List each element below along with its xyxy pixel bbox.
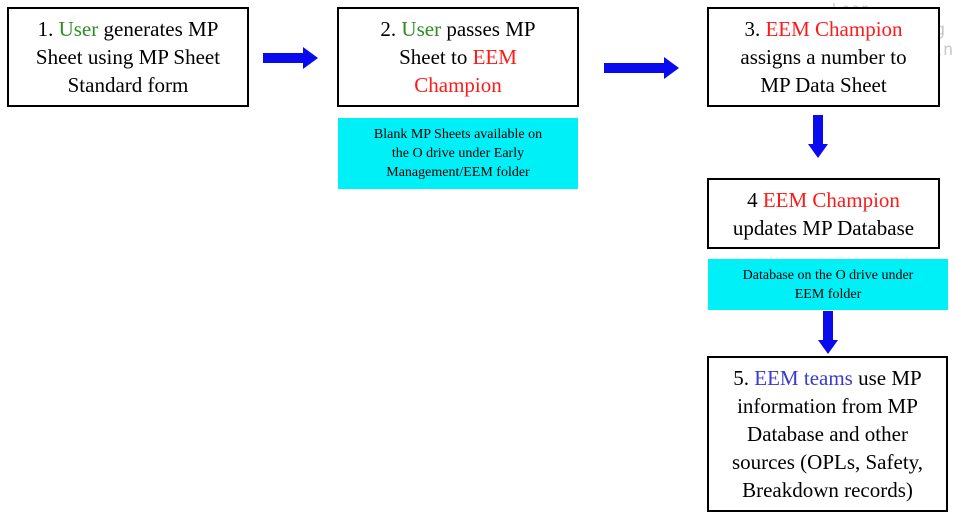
step-5-actor: EEM teams (754, 366, 853, 390)
step-2-actor: User (401, 17, 442, 41)
step-2-number: 2. (380, 17, 402, 41)
step-1-line-1: 1. User generates MP (38, 15, 219, 43)
arrow-right-icon (263, 47, 318, 69)
step-4-line-1: 4 EEM Champion (747, 186, 900, 214)
step-5-line-5: Breakdown records) (742, 478, 913, 502)
step-1-line-3: Standard form (67, 73, 189, 97)
arrow-right-icon (604, 57, 679, 79)
step-5-line-1: 5. EEM teams use MP (733, 364, 921, 392)
step-3-box: 3. EEM Champion assigns a number to MP D… (707, 7, 940, 107)
step-2-recipient: EEM (472, 45, 517, 69)
note-2-line-2: EEM folder (794, 286, 862, 302)
step-2-line-1: 2. User passes MP (380, 15, 535, 43)
arrow-down-icon (808, 115, 828, 158)
step-4-line-2: updates MP Database (732, 215, 915, 240)
step-4-number: 4 (747, 187, 763, 212)
step-5-text-1: use MP (852, 366, 922, 390)
step-5-line-4: sources (OPLs, Safety, (731, 450, 924, 474)
step-4-box: 4 EEM Champion updates MP Database (707, 178, 940, 249)
note-1-line-1: Blank MP Sheets available on (373, 127, 543, 142)
step-1-box: 1. User generates MP Sheet using MP Shee… (7, 7, 249, 107)
step-3-line-2: assigns a number to (740, 45, 907, 69)
step-5-number: 5. (733, 366, 755, 390)
note-1-line-2: the O drive under Early (391, 146, 525, 161)
note-database-location: Database on the O drive under EEM folder (708, 259, 948, 310)
step-3-actor: EEM Champion (765, 17, 903, 41)
note-2-line-1: Database on the O drive under (742, 267, 914, 283)
step-1-number: 1. (37, 17, 59, 41)
note-1-line-3: Management/EEM folder (386, 165, 530, 180)
step-2-line-3: Champion (414, 73, 502, 97)
step-5-box: 5. EEM teams use MP information from MP … (707, 356, 948, 512)
step-3-line-3: MP Data Sheet (760, 73, 887, 97)
step-2-text-1: passes MP (441, 17, 536, 41)
step-5-line-3: Database and other (747, 422, 908, 446)
note-blank-sheets: Blank MP Sheets available on the O drive… (338, 118, 578, 189)
step-3-line-1: 3. EEM Champion (744, 15, 902, 43)
step-3-number: 3. (744, 17, 766, 41)
step-2-text-2: Sheet to (399, 45, 473, 69)
arrow-down-icon (818, 311, 838, 354)
step-2-box: 2. User passes MP Sheet to EEM Champion (337, 7, 579, 107)
step-1-actor: User (58, 17, 99, 41)
step-2-line-2: Sheet to EEM (399, 43, 517, 71)
step-1-text-1: generates MP (98, 17, 219, 41)
step-5-line-2: information from MP (737, 394, 918, 418)
step-4-actor: EEM Champion (762, 187, 900, 212)
step-1-line-2: Sheet using MP Sheet (35, 45, 221, 69)
